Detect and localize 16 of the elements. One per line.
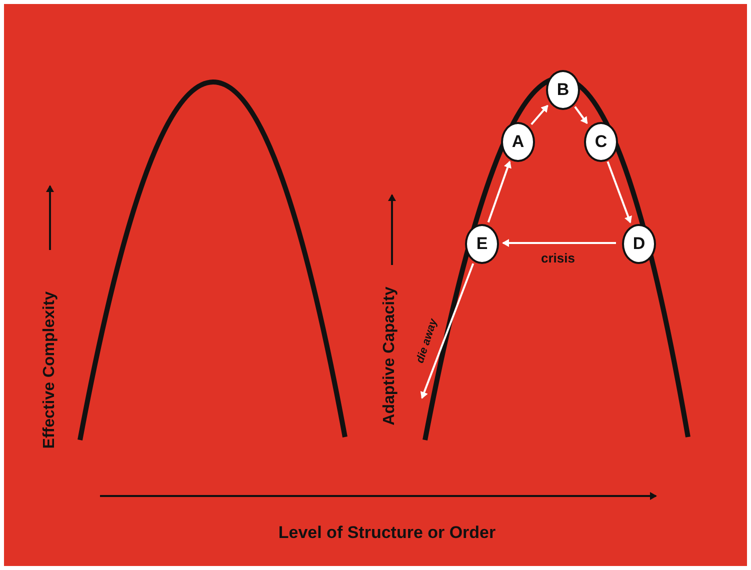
letter-circle: A (501, 122, 535, 162)
arrow (606, 161, 632, 224)
axis-label: Level of Structure or Order (278, 523, 496, 543)
arrow (487, 160, 512, 223)
axis-label: Effective Complexity (41, 291, 59, 449)
letter-circle: D (622, 224, 656, 264)
arrow (530, 104, 548, 126)
letter-circle: C (584, 122, 618, 162)
arrow (420, 263, 474, 399)
edge-label: die away (414, 317, 440, 365)
letter-circle: B (546, 70, 580, 110)
axis-label: Adaptive Capacity (381, 286, 399, 426)
arrow (574, 106, 588, 124)
arrow (502, 239, 616, 247)
edge-label: crisis (541, 250, 575, 266)
letter-circle: E (465, 224, 499, 264)
